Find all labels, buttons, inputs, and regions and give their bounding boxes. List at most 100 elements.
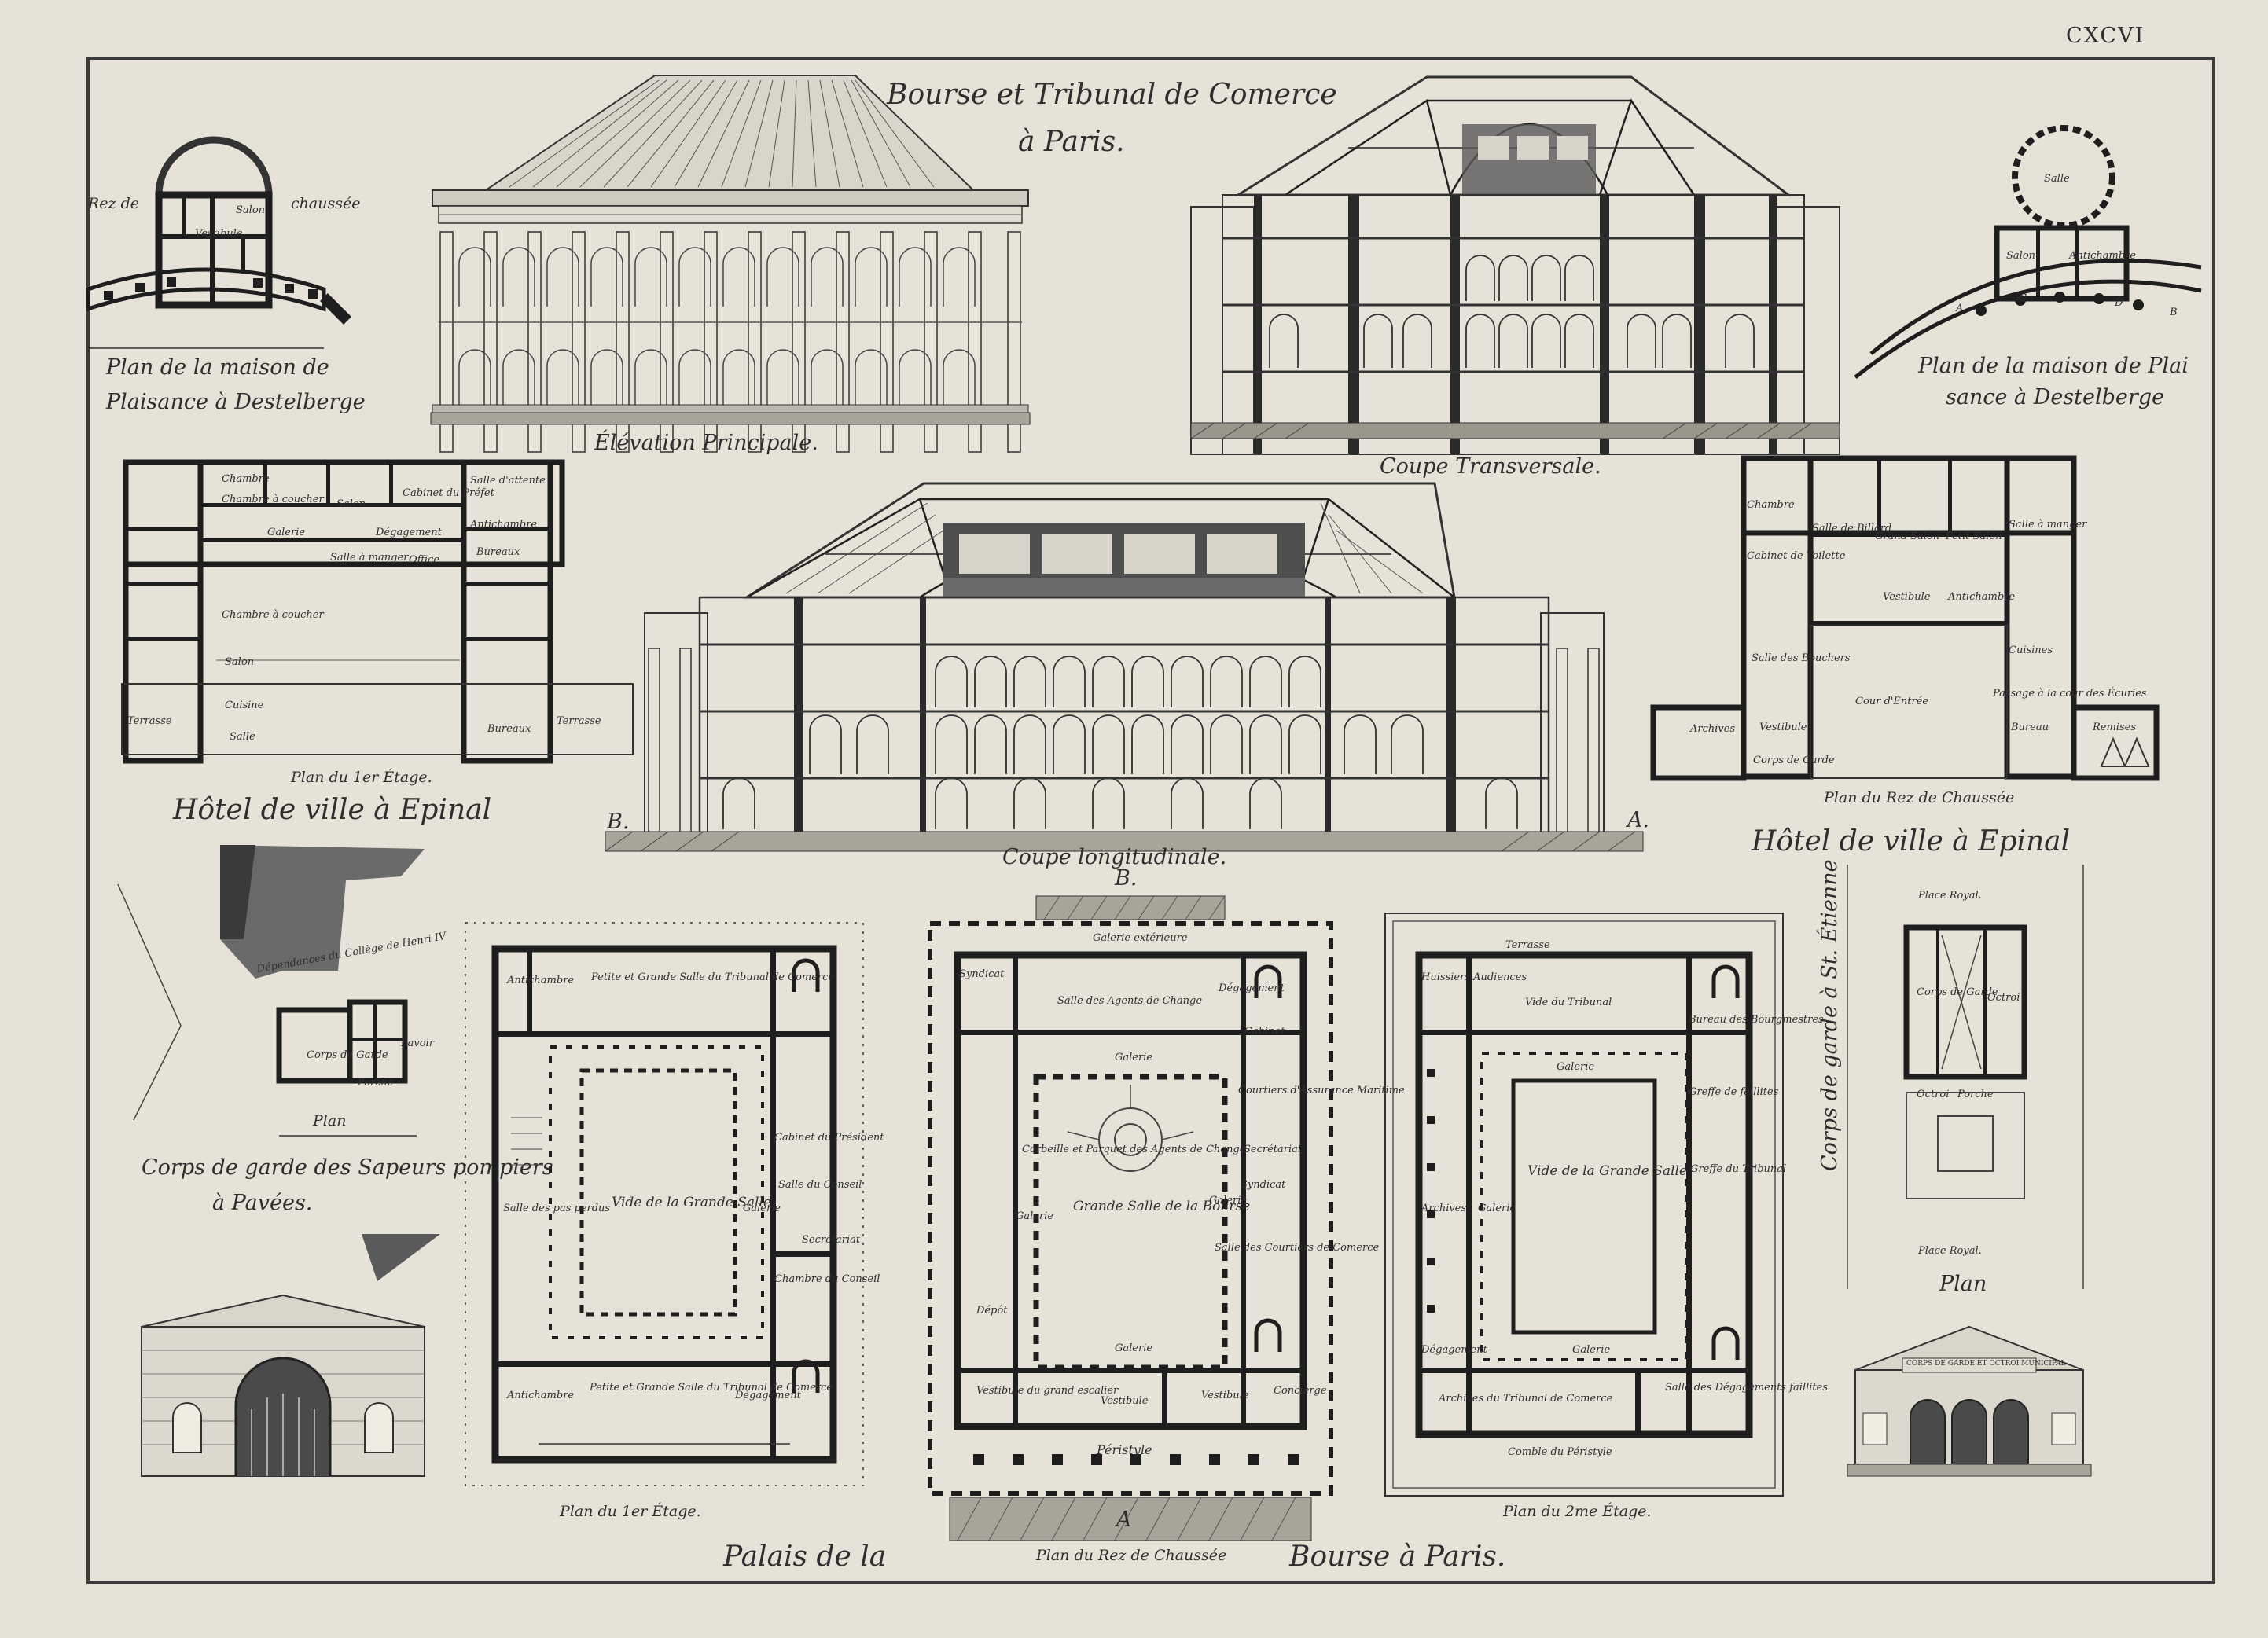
epinal-left-plan-caption: Plan du 1er Étage. <box>291 769 432 786</box>
room-label: Cuisines <box>2009 645 2053 656</box>
sapeurs-elevation <box>141 1294 425 1477</box>
bottom-title-right: Bourse à Paris. <box>1289 1541 1506 1573</box>
room-label: Dégagement <box>1421 1344 1487 1356</box>
room-label: Salle des Bouchers <box>1752 652 1851 664</box>
room-label: Remises <box>2093 722 2137 733</box>
room-label: Office <box>409 554 439 566</box>
room-label: Octroi <box>1917 1089 1950 1100</box>
room-label: Corps de Garde <box>1753 755 1835 766</box>
room-label: Dégagement <box>1219 982 1285 994</box>
room-label: B <box>2170 307 2178 318</box>
room-label: Grand Salon <box>1875 531 1940 542</box>
destelberge-left-chaussee: chaussée <box>291 195 361 212</box>
room-label: Antichambre <box>507 1390 575 1401</box>
room-label: Place Royal. <box>1918 1245 1982 1257</box>
room-label: Petite et Grande Salle du Tribunal de Co… <box>591 971 835 983</box>
room-label: Grande Salle de la Bourse <box>1073 1199 1251 1214</box>
room-label: Bureau <box>2011 722 2049 733</box>
room-label: Vestibule <box>195 228 243 240</box>
room-label: Bureaux <box>487 723 531 735</box>
epinal-left-plan <box>121 459 634 764</box>
room-label: Lavoir <box>401 1038 434 1049</box>
room-label: Salle des Courtiers de Comerce <box>1215 1242 1380 1254</box>
room-label: Cour d'Entrée <box>1855 696 1929 707</box>
room-label: Greffe du Tribunal <box>1690 1163 1787 1175</box>
room-label: Salon <box>225 656 255 668</box>
room-label: Vestibule <box>1883 591 1931 603</box>
sapeurs-caption-2: à Pavées. <box>212 1191 313 1215</box>
destelberge-left-plan <box>86 136 351 349</box>
st-etienne-plan <box>1847 865 2084 1289</box>
room-label: Secrétariat <box>802 1234 861 1246</box>
plan-1er-caption: Plan du 1er Étage. <box>560 1503 701 1520</box>
sapeurs-caption-1: Corps de garde des Sapeurs pompiers <box>142 1155 553 1180</box>
room-label: Syndicat <box>1241 1179 1286 1191</box>
room-label: Cabinet <box>1244 1026 1285 1038</box>
room-label: Salle d'attente <box>470 475 546 487</box>
room-label: Corps de Garde <box>307 1049 388 1061</box>
room-label: Corbeille et Parquet des Agents de Chang… <box>1022 1144 1246 1155</box>
destelberge-left-rez: Rez de <box>88 195 140 212</box>
room-label: Cuisine <box>225 700 264 711</box>
epinal-right-plan <box>1650 455 2160 781</box>
room-label: Porche <box>358 1077 394 1089</box>
room-label: Salle des pas perdus <box>503 1203 611 1214</box>
room-label: Bureau des Bourgmestres <box>1689 1014 1824 1026</box>
room-label: Chambre à coucher <box>222 609 324 621</box>
room-label: Dégagement <box>376 527 442 538</box>
room-label: Vestibule <box>1101 1395 1149 1407</box>
plate-title-line2: à Paris. <box>1018 126 1125 158</box>
room-label: Galerie <box>1016 1210 1054 1222</box>
room-label: Chambre du Conseil <box>774 1273 880 1285</box>
room-label: Antichambre <box>470 519 538 531</box>
destelberge-left-caption-2: Plaisance à Destelberge <box>106 390 366 414</box>
sapeurs-plan-caption: Plan <box>313 1112 347 1129</box>
room-label: Antichambre <box>2069 250 2137 262</box>
room-label: Galerie <box>1557 1061 1595 1073</box>
room-label: Galerie <box>267 527 306 538</box>
room-label: Octroi <box>1987 992 2020 1004</box>
room-label: Salle du Conseil <box>778 1179 862 1191</box>
room-label: Chambre <box>222 473 270 485</box>
letter-b-left: B. <box>607 810 630 834</box>
room-label: Salle <box>230 731 255 743</box>
room-label: Salle à manger <box>2009 519 2087 531</box>
room-label: Courtiers d'Assurance Maritime <box>1238 1085 1405 1096</box>
room-label: Petit Salon <box>1946 531 2002 542</box>
room-label: Syndicat <box>959 968 1005 980</box>
room-label: Vide de la Grande Salle <box>1527 1163 1687 1179</box>
plate-frame <box>86 57 2215 1584</box>
sapeurs-site-plan <box>117 845 425 1137</box>
room-label: Salon <box>236 204 266 216</box>
room-label: Comble du Péristyle <box>1508 1446 1612 1458</box>
sapeurs-small-site <box>362 1234 440 1281</box>
room-label: D <box>2115 297 2123 309</box>
plan-2me-caption: Plan du 2me Étage. <box>1503 1503 1652 1520</box>
room-label: Concierge <box>1274 1385 1327 1397</box>
room-label: Cabinet de Toilette <box>1747 550 1846 562</box>
room-label: Vestibule du grand escalier <box>976 1385 1119 1397</box>
room-label: A <box>1956 303 1964 314</box>
room-label: Cabinet du Président <box>774 1132 884 1144</box>
epinal-right-plan-caption: Plan du Rez de Chaussée <box>1824 789 2015 806</box>
room-label: Salle à manger <box>330 552 409 564</box>
room-label: Galerie <box>1115 1052 1153 1063</box>
room-label: Terrasse <box>127 715 172 727</box>
st-etienne-sign: CORPS DE GARDE ET OCTROI MUNICIPAL <box>1906 1360 2066 1368</box>
room-label: Salle des Dégagements faillites <box>1665 1382 1829 1394</box>
bourse-plan-1er-etage <box>465 922 864 1486</box>
room-label: Secrétariat <box>1244 1144 1303 1155</box>
room-label: Galerie <box>1478 1203 1516 1214</box>
room-label: Salle des Agents de Change <box>1057 995 1203 1007</box>
room-label: Vestibule <box>1759 722 1807 733</box>
destelberge-right-caption-2: sance à Destelberge <box>1946 385 2165 410</box>
bottom-title-left: Palais de la <box>723 1541 887 1573</box>
room-label: Galerie <box>743 1203 781 1214</box>
room-label: Antichambre <box>507 975 575 986</box>
room-label: Corps de Garde <box>1917 986 1998 998</box>
room-label: Dépôt <box>976 1305 1008 1317</box>
room-label: Galerie extérieure <box>1093 932 1188 944</box>
destelberge-left-caption-1: Plan de la maison de <box>106 355 329 380</box>
room-label: Terrasse <box>557 715 601 727</box>
elevation-principale-drawing <box>430 75 1031 453</box>
